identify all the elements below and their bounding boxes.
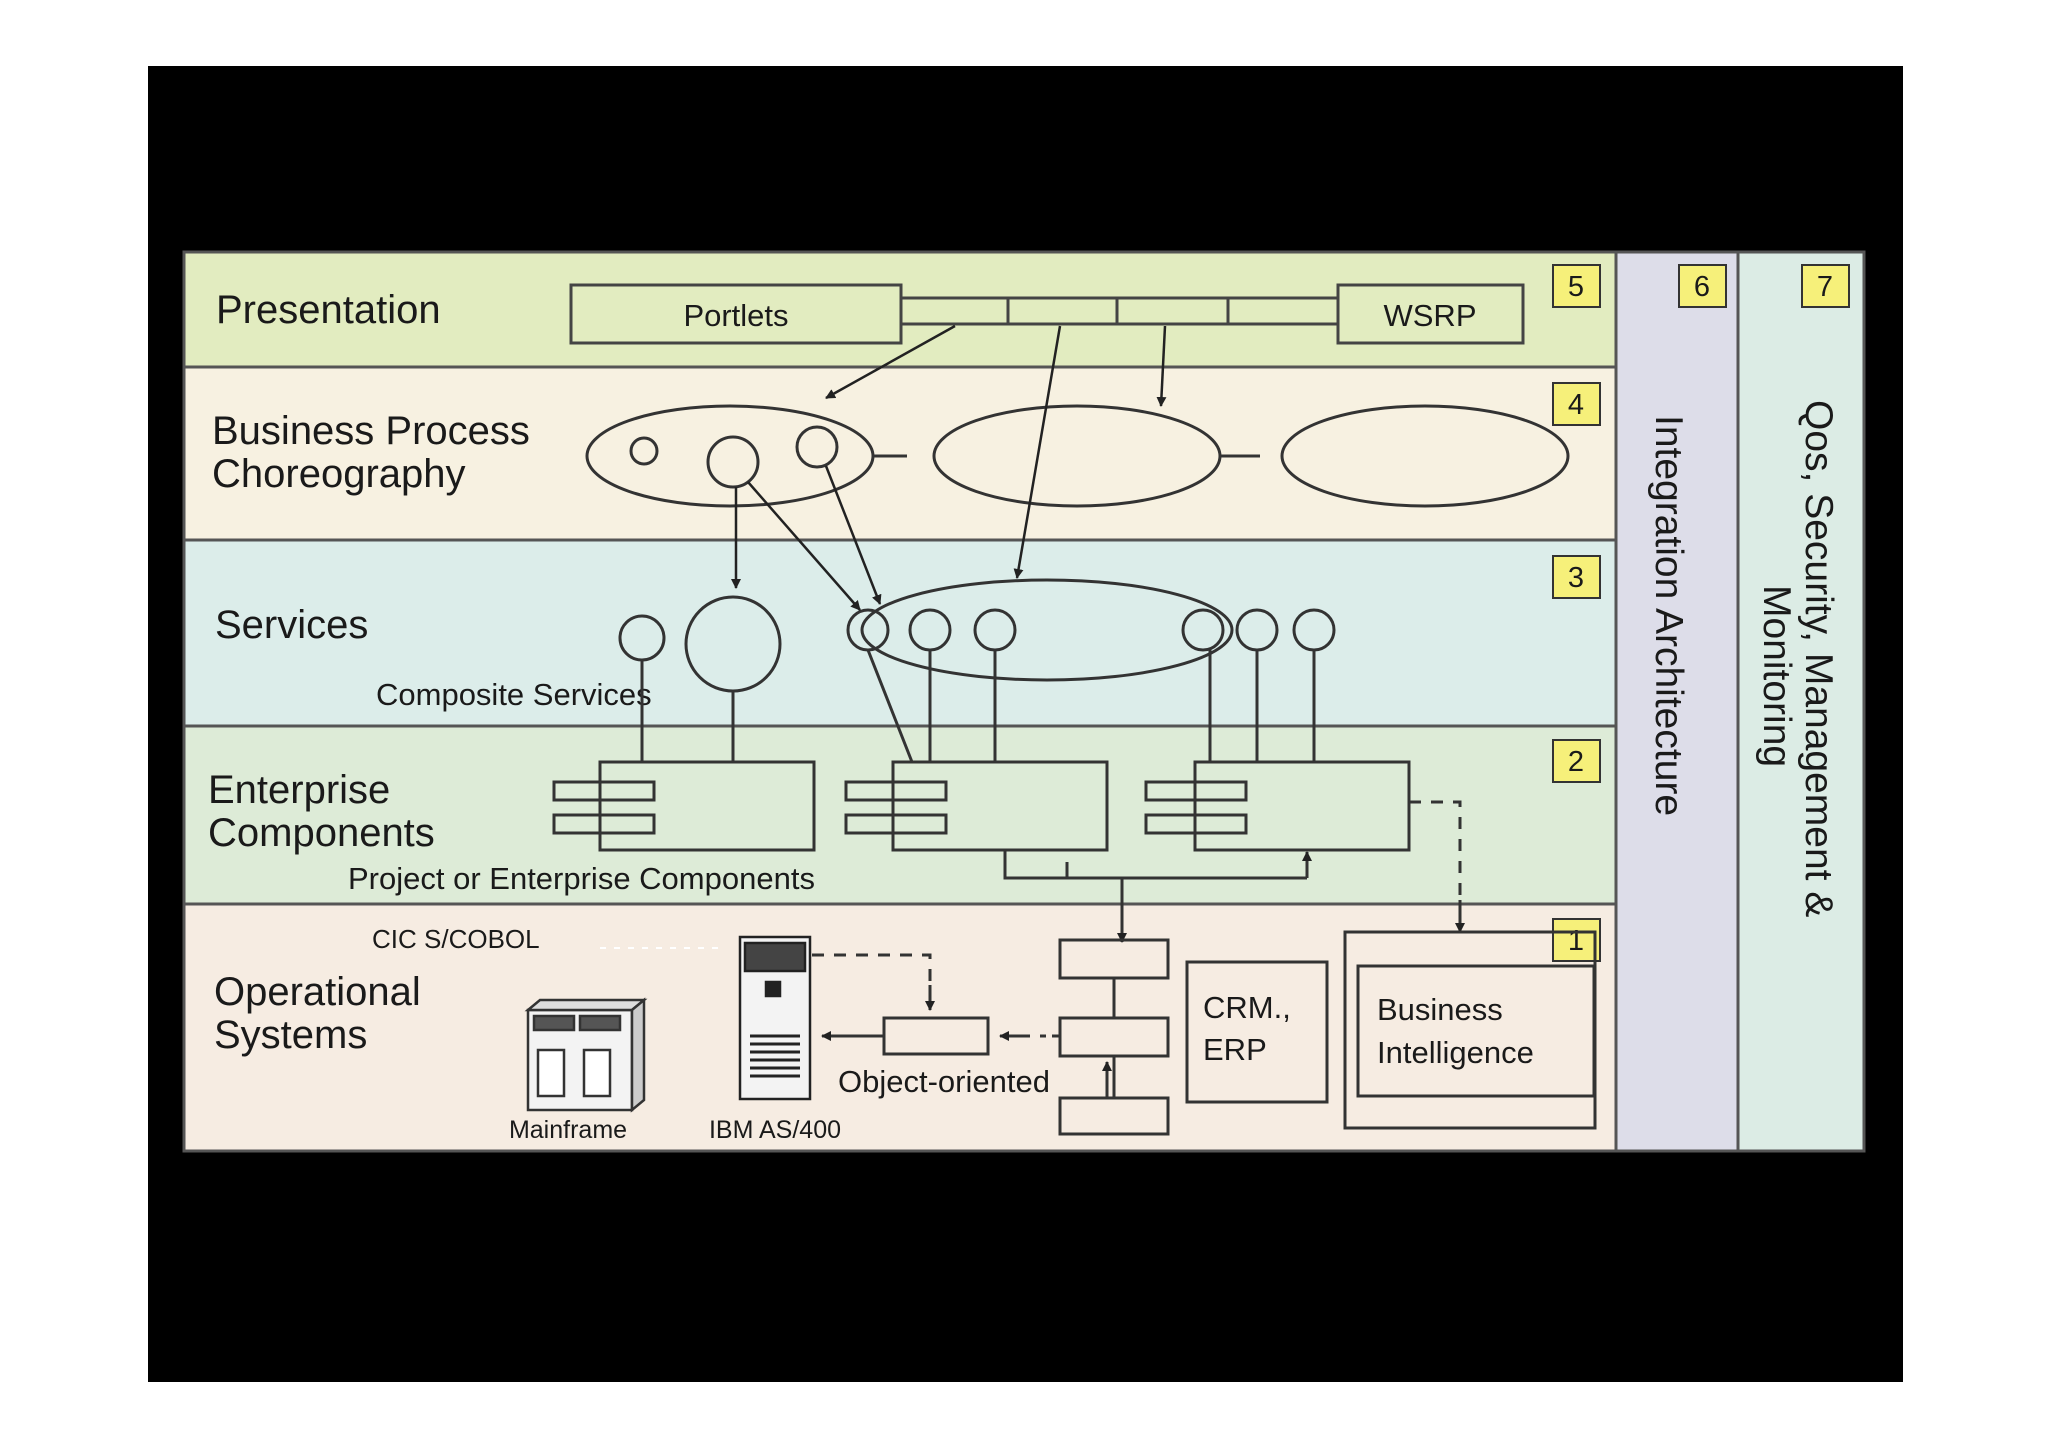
badge-4-text: 4 — [1568, 389, 1584, 421]
services-layer — [182, 538, 1618, 728]
badge-2-text: 2 — [1568, 746, 1584, 778]
qos-label-line1: Qos, Security, Management & — [1797, 400, 1840, 917]
composite-services-label: Composite Services — [376, 677, 652, 712]
portlets-box — [569, 283, 903, 345]
business-process-layer — [182, 365, 1618, 542]
operational-label-line1: Operational — [214, 970, 421, 1014]
as400-label: IBM AS/400 — [709, 1116, 841, 1144]
process-step-circle — [706, 435, 760, 489]
badge-3: 3 — [1552, 555, 1601, 599]
qos-column — [1736, 250, 1866, 1153]
process-step-circle — [629, 436, 659, 466]
project-components-label: Project or Enterprise Components — [348, 861, 815, 896]
object-oriented-label: Object-oriented — [838, 1064, 1050, 1099]
badge-4: 4 — [1552, 382, 1601, 426]
component-box — [598, 760, 816, 852]
services-shapes — [618, 578, 1336, 763]
object-oriented-stack — [812, 938, 1170, 1136]
operational-systems-layer — [182, 902, 1618, 1153]
badge-1: 1 — [1552, 918, 1601, 962]
enterprise-components — [552, 760, 1465, 943]
process-flows — [585, 404, 1570, 508]
crm-label-line2: ERP — [1203, 1032, 1267, 1067]
badge-7-text: 7 — [1817, 271, 1833, 303]
badge-5-text: 5 — [1568, 271, 1584, 303]
badge-5: 5 — [1552, 264, 1601, 308]
wsrp-label: WSRP — [1384, 298, 1477, 333]
qos-label-line2: Monitoring — [1755, 585, 1798, 767]
mainframe-label: Mainframe — [509, 1116, 627, 1144]
component-box — [1193, 760, 1411, 852]
badge-1-text: 1 — [1568, 925, 1584, 957]
portlets-label: Portlets — [683, 298, 788, 333]
enterprise-label-line2: Components — [208, 811, 435, 855]
crm-label-line1: CRM., — [1203, 990, 1291, 1025]
badge-6-text: 6 — [1694, 271, 1710, 303]
business-intelligence-box — [1343, 930, 1597, 1130]
crm-erp-box — [1185, 960, 1329, 1104]
wsrp-box — [1336, 283, 1525, 345]
badge-6: 6 — [1678, 264, 1727, 308]
composite-service-ellipse — [860, 578, 1234, 682]
badge-7: 7 — [1801, 264, 1850, 308]
mainframe-icon — [524, 997, 648, 1113]
component-box — [891, 760, 1109, 852]
process-step-circle — [795, 425, 839, 469]
flow-arrows — [731, 324, 1167, 611]
portlets-bar — [569, 283, 1525, 345]
business-process-label-line2: Choreography — [212, 452, 466, 496]
process-ellipse-3 — [1280, 404, 1570, 508]
enterprise-label-line1: Enterprise — [208, 768, 390, 812]
badge-3-text: 3 — [1568, 562, 1584, 594]
integration-architecture-label: Integration Architecture — [1647, 415, 1690, 816]
business-process-label-line1: Business Process — [212, 409, 530, 453]
as400-icon — [738, 935, 812, 1101]
cics-label: CIC S/COBOL — [372, 924, 540, 954]
service-interface-circle — [1181, 608, 1225, 652]
badge-2: 2 — [1552, 739, 1601, 783]
services-label: Services — [215, 603, 368, 647]
operational-label-line2: Systems — [214, 1013, 367, 1057]
bi-label-line2: Intelligence — [1377, 1035, 1534, 1070]
portlet-connector — [899, 296, 1340, 326]
presentation-label: Presentation — [216, 288, 441, 332]
bi-label-line1: Business — [1377, 992, 1503, 1027]
integration-architecture-column — [1614, 250, 1740, 1153]
